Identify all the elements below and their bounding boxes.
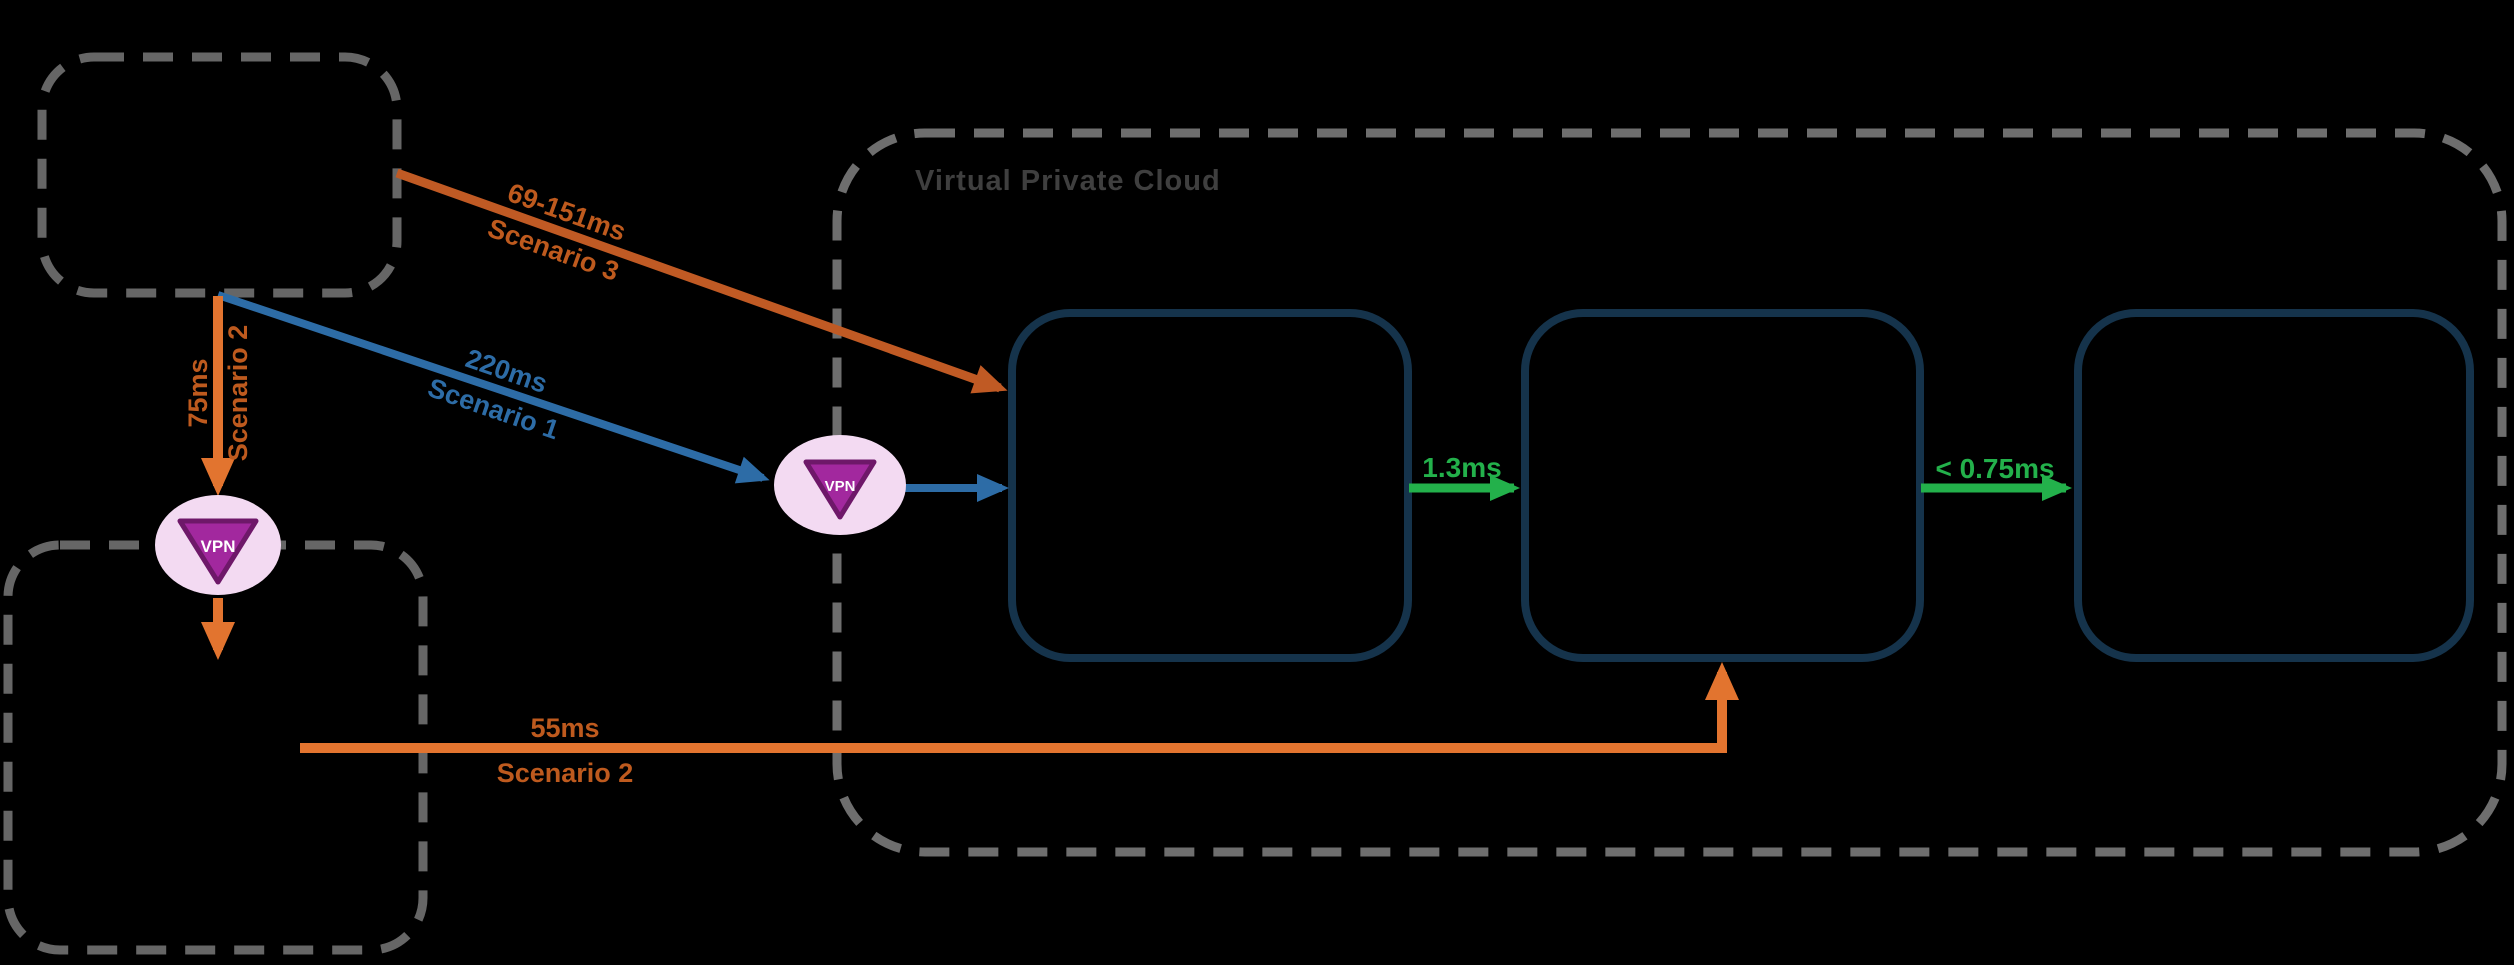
scenario1-arrow xyxy=(216,291,770,484)
vpc-node-box-2 xyxy=(1521,309,1924,662)
vpc-node-box-3 xyxy=(2074,309,2474,662)
scenario2-path-name-label: Scenario 2 xyxy=(497,758,634,788)
vpn-gateway-icon-1: VPN xyxy=(155,495,281,595)
vpn2-label: VPN xyxy=(825,478,856,495)
scenario2-vpn-label: 75ms Scenario 2 xyxy=(183,325,253,462)
intra-vpc-latency-label-1: 1.3ms xyxy=(1422,452,1501,483)
vpc-boundary xyxy=(832,128,2507,857)
scenario2-vpn-name-label: Scenario 2 xyxy=(223,325,253,462)
scenario2-path-latency-label: 55ms xyxy=(530,713,599,743)
vpn-gateway-icon-2: VPN xyxy=(774,435,906,535)
vpn1-triangle-icon xyxy=(177,518,259,585)
vpn2-triangle-icon xyxy=(803,459,877,520)
scenario3-arrow xyxy=(395,168,1008,394)
scenario2-path-arrow xyxy=(300,662,1739,753)
intra-vpc-latency-label-2: < 0.75ms xyxy=(1935,453,2054,484)
vpc-node-box-1 xyxy=(1008,309,1412,662)
vpn1-label: VPN xyxy=(201,537,236,556)
vpc-title: Virtual Private Cloud xyxy=(915,165,1221,197)
scenario2-vpn-latency-label: 75ms xyxy=(183,358,213,427)
scenario2-path-label: 55ms Scenario 2 xyxy=(497,713,634,788)
